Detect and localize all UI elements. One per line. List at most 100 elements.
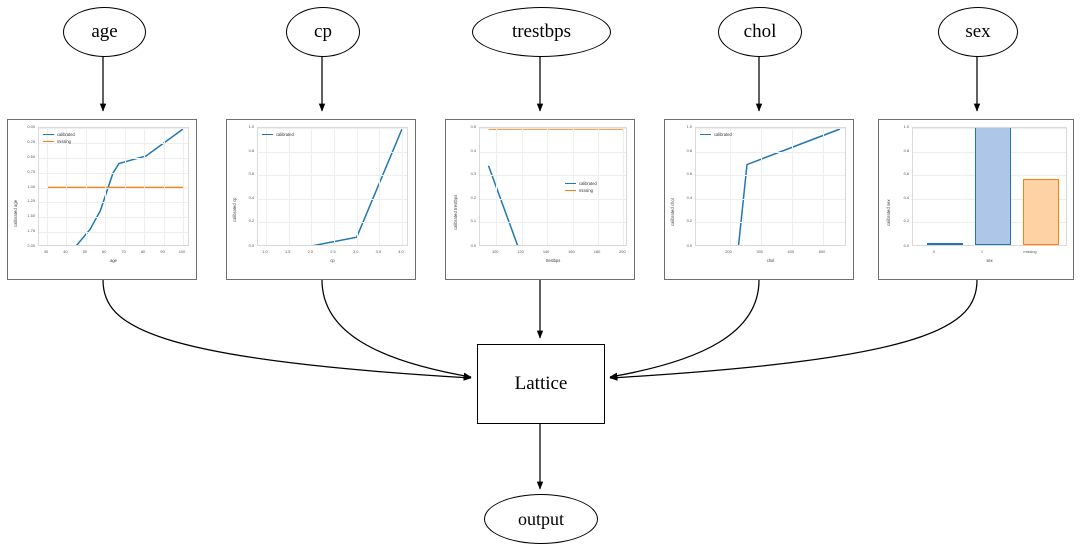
node-sex-label: sex [965, 21, 991, 42]
ytick: 0.6 [248, 171, 254, 177]
ytick: 1.50 [27, 213, 35, 219]
xtick: 3.0 [352, 249, 359, 254]
line-calibrated-chol [737, 128, 841, 245]
bar-sex-1 [975, 128, 1011, 245]
bar-sex-0 [927, 243, 963, 245]
xtick: 1.0 [262, 249, 268, 254]
node-cp[interactable]: cp [286, 7, 360, 57]
legend-label-calibrated: calibrated [276, 132, 294, 137]
xtick: 3.5 [375, 249, 381, 254]
ytick: 0.8 [903, 147, 909, 153]
ytick: 0.0 [903, 243, 909, 248]
yaxis-label-cp: calibrated cp [232, 197, 237, 222]
ytick: 0.5 [470, 124, 476, 129]
xtick: 100 [178, 249, 186, 254]
ytick: 1.75 [27, 228, 35, 234]
xtick: 30 [43, 249, 49, 254]
xtick: 200 [725, 249, 732, 254]
ytick: 1.25 [27, 198, 35, 204]
legend-label-missing: missing [57, 139, 71, 144]
xtick: 500 [818, 249, 826, 254]
series-cp [312, 128, 403, 245]
edge-calib-chol-to-lattice [609, 279, 760, 379]
ytick: 0.1 [470, 218, 476, 224]
xaxis-label-cp: cp [330, 258, 335, 263]
ytick: 0.25 [27, 138, 35, 144]
xtick: 400 [787, 249, 795, 254]
xtick: 200 [619, 249, 626, 254]
xtick: 2.0 [307, 249, 313, 254]
legend-item-missing: missing [565, 187, 597, 194]
legend-item-calibrated: calibrated [43, 131, 75, 138]
legend-age: calibrated missing [43, 131, 75, 145]
yaxis-label-age: calibrated age [13, 199, 18, 227]
ytick: 0.8 [248, 147, 254, 153]
node-output-label: output [517, 508, 564, 529]
legend-cp: calibrated [262, 131, 294, 138]
legend-swatch-calibrated [700, 133, 711, 136]
axes-trestbps: calibrated missing [479, 127, 627, 246]
legend-trestbps: calibrated missing [565, 180, 597, 194]
node-cp-label: cp [314, 21, 332, 42]
xtick: 120 [517, 249, 524, 254]
legend-label-calibrated: calibrated [57, 132, 75, 137]
legend-swatch-missing [43, 140, 54, 143]
calibrator-panel-cp: calibrated 1.0 0.8 0.6 0.4 0.2 0.0 1.0 1… [226, 119, 416, 280]
yaxis-label-chol: calibrated chol [670, 198, 675, 226]
yaxis-label-sex: calibrated sex [886, 199, 891, 226]
xtick: 90 [160, 249, 165, 254]
ytick: 0.00 [27, 124, 35, 129]
ytick: 0.4 [470, 147, 476, 153]
ytick: 1.0 [248, 124, 254, 129]
node-output[interactable]: output [484, 494, 598, 544]
ytick: 0.4 [686, 194, 692, 200]
calibrator-panel-age: calibrated missing 2.00 1.75 1.50 1.25 1… [7, 119, 197, 280]
xtick: 2.5 [330, 249, 336, 254]
ytick: 0.2 [903, 218, 909, 224]
xtick: 180 [593, 249, 601, 254]
node-trestbps[interactable]: trestbps [472, 7, 611, 57]
ytick: 0.0 [248, 243, 254, 248]
ytick: 0.75 [27, 168, 35, 174]
node-sex[interactable]: sex [938, 7, 1018, 57]
legend-swatch-calibrated [262, 133, 273, 136]
legend-swatch-calibrated [565, 182, 576, 185]
legend-item-calibrated: calibrated [565, 180, 597, 187]
node-age[interactable]: age [63, 7, 146, 57]
ytick: 0.6 [903, 171, 909, 177]
axes-age: calibrated missing [38, 127, 189, 246]
node-lattice-label: Lattice [514, 373, 568, 394]
ytick: 0.2 [470, 194, 476, 200]
legend-label-calibrated: calibrated [714, 132, 732, 137]
ytick: 0.4 [248, 194, 254, 200]
edge-calib-cp-to-lattice [321, 279, 472, 379]
xtick: 60 [102, 249, 107, 254]
node-chol-label: chol [743, 21, 777, 42]
xtick: 50 [82, 249, 88, 254]
legend-swatch-missing [565, 189, 576, 192]
xaxis-label-sex: sex [986, 258, 993, 263]
xtick: 1 [980, 249, 984, 254]
ytick: 0.2 [686, 218, 692, 224]
xtick: 140 [542, 249, 550, 254]
xtick: 4.0 [398, 249, 404, 254]
ytick: 0.3 [470, 171, 476, 177]
ytick: 0.0 [470, 243, 476, 248]
xaxis-label-trestbps: trestbps [545, 258, 561, 263]
calibrator-panel-sex: 1.0 0.8 0.6 0.4 0.2 0.0 0 1 missing sex … [878, 119, 1074, 280]
node-lattice[interactable]: Lattice [477, 344, 605, 424]
node-chol[interactable]: chol [718, 7, 802, 57]
series-chol [737, 128, 841, 245]
legend-label-calibrated: calibrated [579, 181, 597, 186]
ytick: 0.4 [903, 194, 909, 200]
xtick: 0 [932, 249, 936, 254]
ytick: 0.0 [686, 243, 692, 248]
legend-item-calibrated: calibrated [700, 131, 732, 138]
ytick: 1.0 [903, 124, 909, 129]
xtick: 100 [491, 249, 499, 254]
ytick: 0.50 [27, 153, 35, 159]
xtick: 70 [121, 249, 126, 254]
line-calibrated-age [75, 128, 184, 245]
